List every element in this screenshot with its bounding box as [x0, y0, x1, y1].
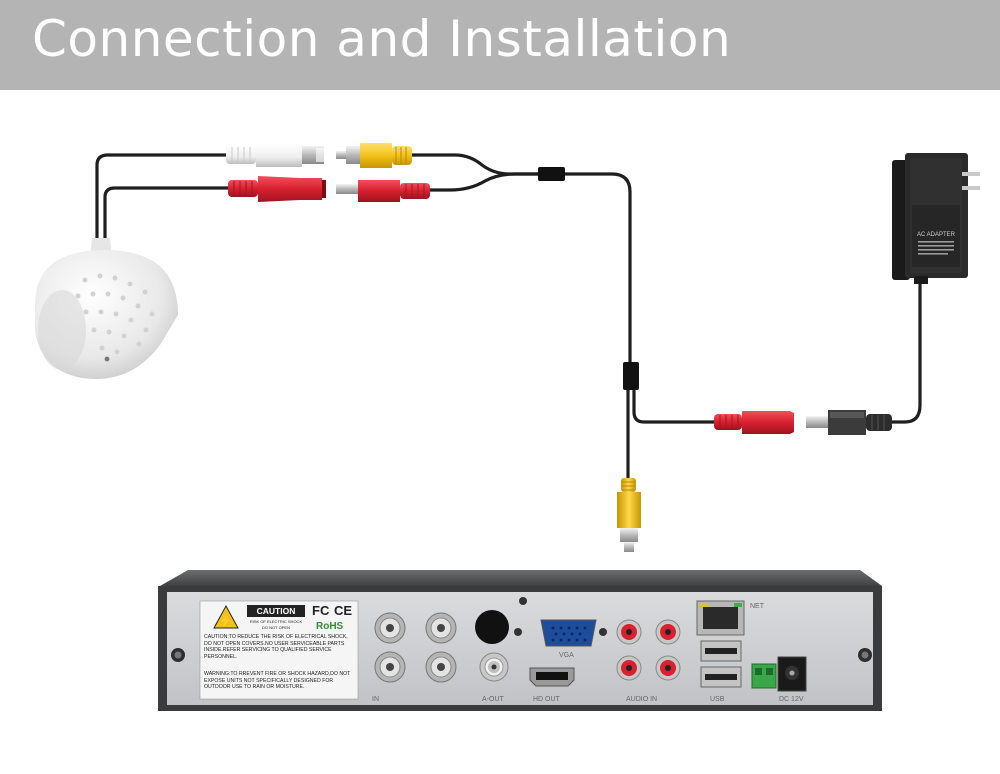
white-rca-connector	[226, 143, 324, 167]
audio-out-rca-port	[479, 652, 509, 682]
title-banner: Connection and Installation	[0, 0, 1000, 90]
cables	[95, 153, 922, 482]
ethernet-port	[696, 600, 745, 636]
power-branch	[632, 388, 718, 424]
hdmi-port	[529, 667, 575, 687]
rs485-terminal	[751, 663, 777, 689]
mic-cable-red	[103, 186, 232, 252]
dvr-recorder: ⚡ CAUTION RISK OF ELECTRIC SHOCK DO NOT …	[158, 570, 882, 711]
cable-splitter-lower	[623, 362, 639, 390]
warning-text: WARNING:TO RREVENT FIRE OR SHOCK HAZARD,…	[204, 671, 351, 690]
cable-splitter	[538, 167, 565, 181]
audio-in-rca-ports	[616, 619, 681, 681]
vga-label: VGA	[559, 652, 574, 659]
caution-label: ⚡ CAUTION RISK OF ELECTRIC SHOCK DO NOT …	[199, 600, 359, 700]
blanking-plug	[475, 610, 509, 644]
power-adapter-icon: AC ADAPTER	[892, 153, 980, 284]
video-in-label: IN	[372, 696, 379, 703]
usb-ports	[700, 640, 742, 688]
dc-power-jack	[777, 656, 807, 692]
caution-text: CAUTION:TO REDUCE THE RISK OF ELECTRICAL…	[204, 634, 348, 660]
hd-out-label: HD OUT	[533, 696, 561, 703]
net-label: NET	[750, 603, 765, 610]
caution-sub-2: DO NOT OPEN	[262, 625, 290, 630]
a-out-label: A-OUT	[482, 696, 505, 703]
caution-title: CAUTION	[257, 606, 296, 616]
fc-mark: FC	[312, 603, 330, 618]
yellow-lead	[408, 153, 542, 176]
adapter-dc-plug	[806, 410, 892, 435]
rohs-mark: RoHS	[316, 621, 344, 632]
mic-cable-white	[95, 153, 230, 252]
ce-mark: CE	[334, 603, 352, 618]
red-dc-male-plug	[336, 180, 430, 202]
yellow-rca-plug	[336, 143, 412, 168]
page-title: Connection and Installation	[32, 10, 732, 68]
adapter-label: AC ADAPTER	[917, 232, 956, 238]
audio-in-label: AUDIO IN	[626, 696, 657, 703]
video-in-bnc-ports	[374, 612, 457, 683]
dome-microphone	[35, 238, 178, 380]
adapter-cable	[888, 280, 922, 424]
dc-label: DC 12V	[779, 696, 804, 703]
main-cable	[563, 172, 632, 364]
red-dc-female-connector	[228, 176, 326, 202]
video-rca-plug	[617, 478, 641, 552]
caution-sub-1: RISK OF ELECTRIC SHOCK	[250, 619, 303, 624]
power-dc-female-connector	[714, 411, 794, 434]
svg-text:⚡: ⚡	[219, 614, 234, 628]
vga-port	[540, 619, 597, 647]
red-lead	[428, 172, 542, 192]
usb-label: USB	[710, 696, 725, 703]
